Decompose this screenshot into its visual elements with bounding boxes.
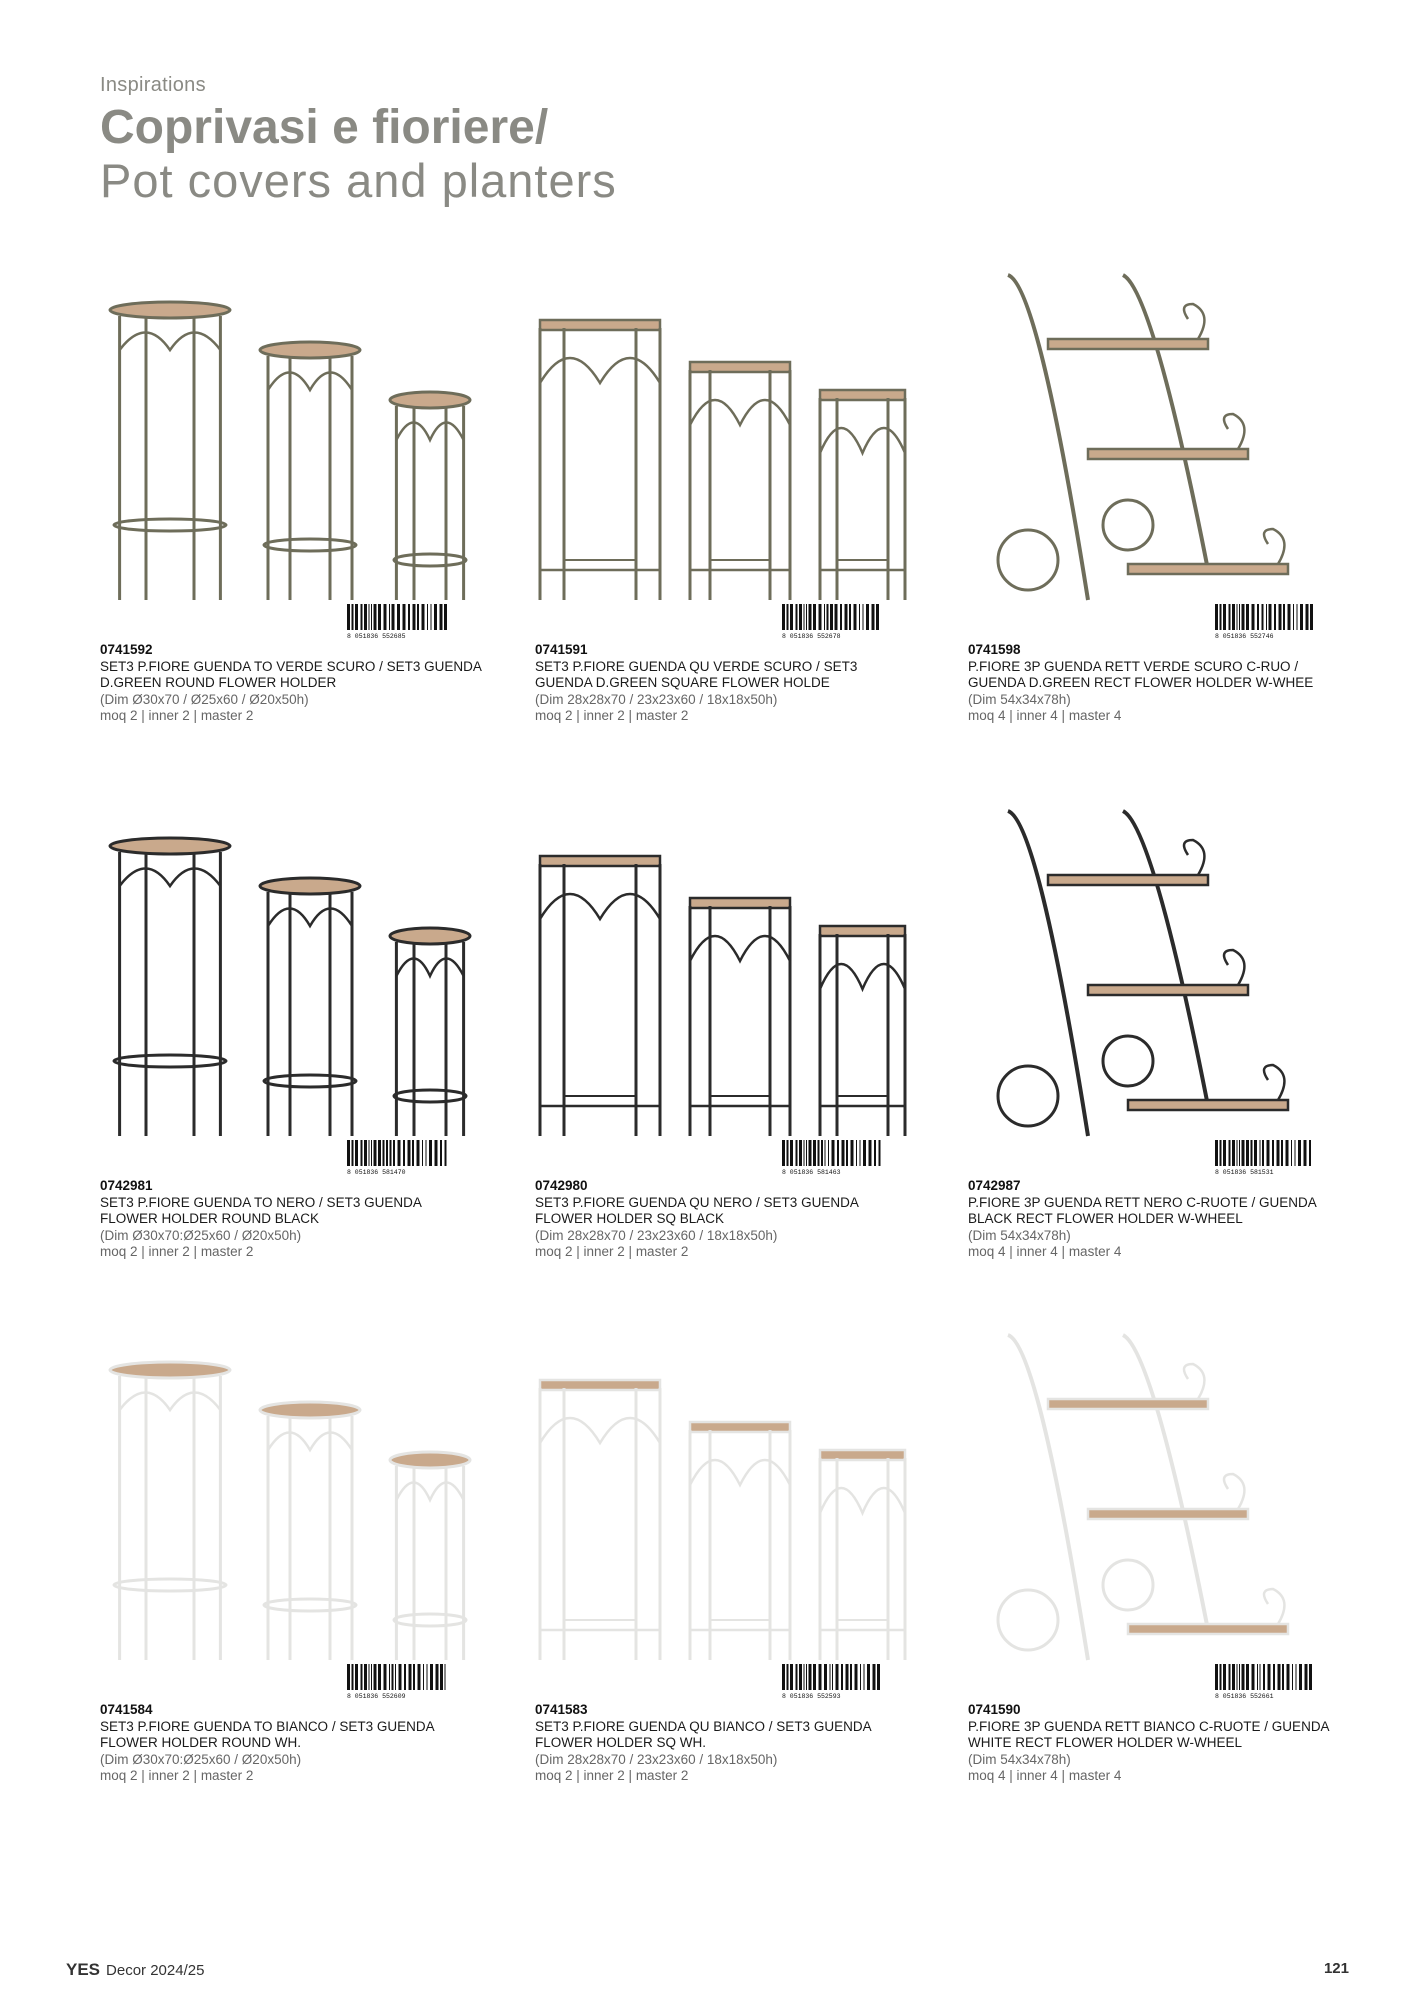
barcode: 8 051836 581463 — [782, 1140, 881, 1176]
product-desc-line1: SET3 P.FIORE GUENDA TO VERDE SCURO / SET… — [100, 658, 482, 674]
product-code: 0742987 — [968, 1178, 1021, 1193]
product-moq: moq 2 | inner 2 | master 2 — [100, 1244, 254, 1259]
product-dimensions: (Dim 54x34x78h) — [968, 1227, 1071, 1243]
brand-logo: YES — [66, 1960, 101, 1979]
product-image — [108, 836, 472, 1136]
product-desc-line1: P.FIORE 3P GUENDA RETT BIANCO C-RUOTE / … — [968, 1718, 1330, 1734]
product-code: 0741598 — [968, 642, 1021, 657]
product-moq: moq 4 | inner 4 | master 4 — [968, 1244, 1122, 1259]
product-image — [996, 1333, 1290, 1661]
barcode: 8 051836 552593 — [782, 1664, 880, 1700]
product-desc-line1: SET3 P.FIORE GUENDA TO BIANCO / SET3 GUE… — [100, 1718, 435, 1734]
barcode-number: 8 051836 552746 — [1215, 633, 1274, 640]
barcode-number: 8 051836 581531 — [1215, 1169, 1274, 1176]
edition-label: Decor 2024/25 — [106, 1962, 205, 1979]
product-dimensions: (Dim Ø30x70:Ø25x60 / Ø20x50h) — [100, 1751, 302, 1767]
product-desc-line1: P.FIORE 3P GUENDA RETT VERDE SCURO C-RUO… — [968, 658, 1299, 674]
page-header: Inspirations Coprivasi e fioriere/ Pot c… — [100, 74, 617, 207]
product-dimensions: (Dim 54x34x78h) — [968, 1751, 1071, 1767]
product-code: 0741584 — [100, 1702, 153, 1717]
product-moq: moq 2 | inner 2 | master 2 — [535, 1244, 689, 1259]
product-desc-line2: BLACK RECT FLOWER HOLDER W-WHEEL — [968, 1211, 1243, 1226]
product-desc-line1: SET3 P.FIORE GUENDA TO NERO / SET3 GUEND… — [100, 1194, 422, 1210]
product-moq: moq 2 | inner 2 | master 2 — [535, 1768, 689, 1783]
product-image — [108, 1360, 472, 1660]
product-dimensions: (Dim 54x34x78h) — [968, 691, 1071, 707]
barcode-number: 8 051836 581463 — [782, 1169, 841, 1176]
page-number: 121 — [1323, 1960, 1349, 1977]
product-desc-line2: GUENDA D.GREEN RECT FLOWER HOLDER W-WHEE — [968, 675, 1314, 690]
product-desc-line2: WHITE RECT FLOWER HOLDER W-WHEEL — [968, 1735, 1243, 1750]
product-image — [996, 273, 1290, 601]
product-desc-line1: SET3 P.FIORE GUENDA QU NERO / SET3 GUEND… — [535, 1194, 859, 1210]
product-image — [108, 300, 472, 600]
product-dimensions: (Dim 28x28x70 / 23x23x60 / 18x18x50h) — [535, 1227, 778, 1243]
barcode: 8 051836 581531 — [1215, 1140, 1311, 1176]
barcode-number: 8 051836 552609 — [347, 1693, 406, 1700]
product-image — [538, 1378, 907, 1660]
product-desc-line2: FLOWER HOLDER ROUND BLACK — [100, 1211, 320, 1226]
product-image — [538, 854, 907, 1136]
barcode-number: 8 051836 552678 — [782, 633, 841, 640]
barcode: 8 051836 552746 — [1215, 604, 1313, 640]
product-desc-line1: SET3 P.FIORE GUENDA QU VERDE SCURO / SET… — [535, 658, 858, 674]
product-code: 0742980 — [535, 1178, 588, 1193]
section-kicker: Inspirations — [100, 74, 206, 96]
product-moq: moq 2 | inner 2 | master 2 — [535, 708, 689, 723]
page-title-english: Pot covers and planters — [100, 154, 617, 207]
product-dimensions: (Dim 28x28x70 / 23x23x60 / 18x18x50h) — [535, 691, 778, 707]
product-moq: moq 4 | inner 4 | master 4 — [968, 708, 1122, 723]
product-desc-line2: FLOWER HOLDER SQ BLACK — [535, 1211, 725, 1226]
barcode-number: 8 051836 552685 — [347, 633, 406, 640]
footer: YES Decor 2024/25 — [66, 1960, 204, 1980]
product-dimensions: (Dim Ø30x70:Ø25x60 / Ø20x50h) — [100, 1227, 302, 1243]
product-desc-line2: FLOWER HOLDER ROUND WH. — [100, 1735, 302, 1750]
barcode: 8 051836 552661 — [1215, 1664, 1312, 1700]
product-image — [996, 809, 1290, 1137]
product-dimensions: (Dim 28x28x70 / 23x23x60 / 18x18x50h) — [535, 1751, 778, 1767]
product-moq: moq 4 | inner 4 | master 4 — [968, 1768, 1122, 1783]
product-code: 0741590 — [968, 1702, 1021, 1717]
barcode-number: 8 051836 552661 — [1215, 1693, 1274, 1700]
product-desc-line2: D.GREEN ROUND FLOWER HOLDER — [100, 675, 337, 690]
product-code: 0741583 — [535, 1702, 588, 1717]
product-code: 0741592 — [100, 642, 153, 657]
product-moq: moq 2 | inner 2 | master 2 — [100, 708, 254, 723]
product-code: 0742981 — [100, 1178, 153, 1193]
barcode-number: 8 051836 552593 — [782, 1693, 841, 1700]
page-title-italian: Coprivasi e fioriere/ — [100, 101, 549, 154]
product-desc-line2: FLOWER HOLDER SQ WH. — [535, 1735, 707, 1750]
barcode: 8 051836 552678 — [782, 604, 879, 640]
product-dimensions: (Dim Ø30x70 / Ø25x60 / Ø20x50h) — [100, 691, 309, 707]
product-image — [538, 318, 907, 600]
barcode: 8 051836 581470 — [347, 1140, 447, 1176]
barcode-number: 8 051836 581470 — [347, 1169, 406, 1176]
product-desc-line2: GUENDA D.GREEN SQUARE FLOWER HOLDE — [535, 675, 830, 690]
product-moq: moq 2 | inner 2 | master 2 — [100, 1768, 254, 1783]
product-desc-line1: P.FIORE 3P GUENDA RETT NERO C-RUOTE / GU… — [968, 1194, 1317, 1210]
barcode: 8 051836 552685 — [347, 604, 447, 640]
barcode: 8 051836 552609 — [347, 1664, 446, 1700]
product-code: 0741591 — [535, 642, 588, 657]
product-desc-line1: SET3 P.FIORE GUENDA QU BIANCO / SET3 GUE… — [535, 1718, 872, 1734]
